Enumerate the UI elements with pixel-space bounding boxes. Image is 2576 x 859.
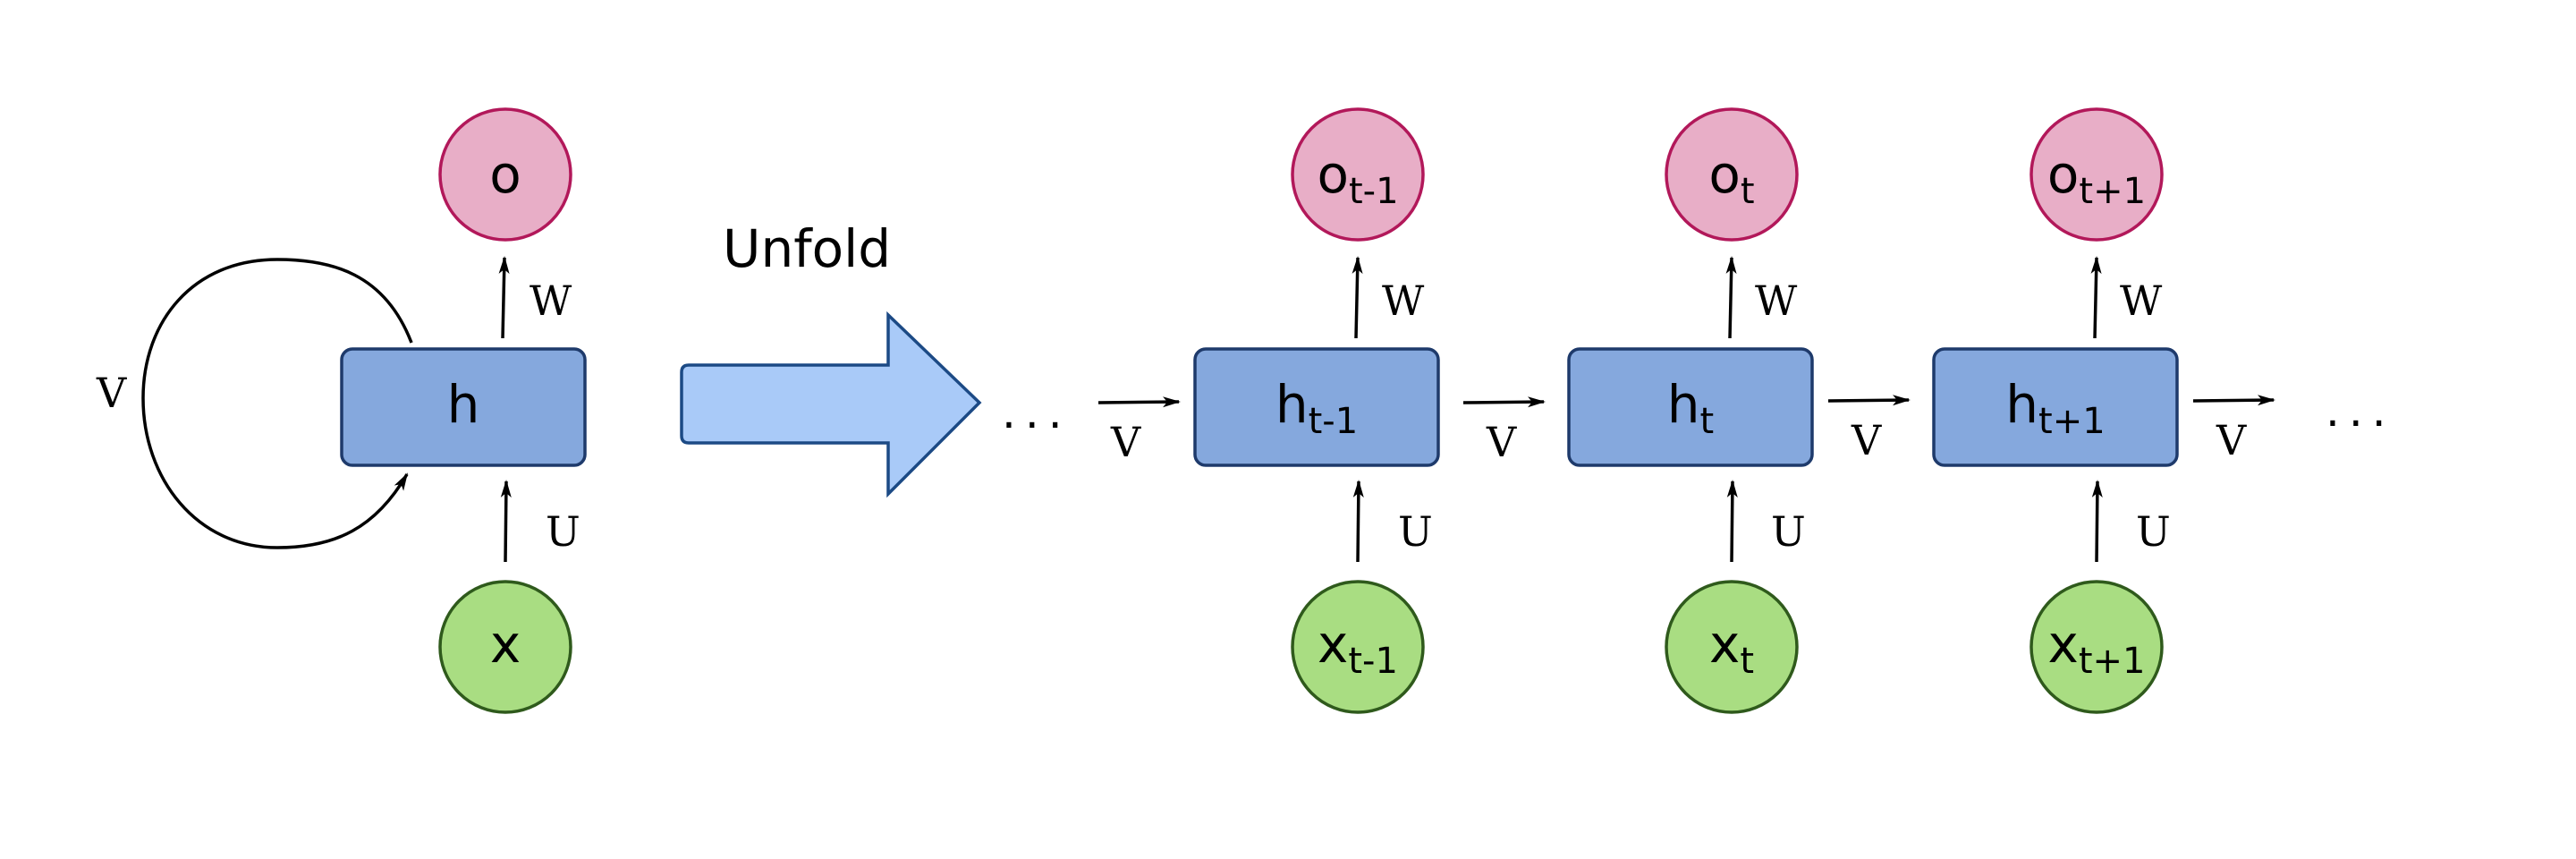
step-input-node xyxy=(1665,580,1799,714)
step-output-label: ot xyxy=(1708,144,1754,212)
unfold-label: Unfold xyxy=(723,218,891,279)
step-t-minus-1: V ot-1 W ht-1 U xt-1 xyxy=(1097,107,1440,714)
folded-w-label: W xyxy=(530,276,572,325)
folded-output-label: o xyxy=(489,144,521,205)
step-hidden-label: ht xyxy=(1667,374,1714,442)
folded-network: o W h U x V xyxy=(96,107,587,714)
folded-recurrent-loop xyxy=(141,258,413,549)
step-input-label: xt-1 xyxy=(1318,614,1398,682)
step-w-arrow xyxy=(1725,256,1737,339)
step-u-label: U xyxy=(1398,507,1433,556)
step-w-arrow xyxy=(2090,256,2102,339)
folded-v-label: V xyxy=(96,369,127,417)
unfold-arrow-shape xyxy=(680,310,982,498)
trailing-ellipsis: ... xyxy=(2326,385,2395,437)
step-output-label: ot+1 xyxy=(2047,144,2146,212)
step-w-label: W xyxy=(1382,276,1425,325)
step-input-node xyxy=(1291,580,1425,714)
step-hidden-node xyxy=(1932,347,2179,467)
step-v-out-label: V xyxy=(2216,416,2247,464)
unfolded-network: V ot-1 W ht-1 U xt-1 V ot W ht U xyxy=(1097,107,2275,714)
folded-hidden-label: h xyxy=(447,374,480,435)
step-input-node xyxy=(2029,580,2164,714)
leading-ellipsis: ... xyxy=(1002,387,1072,438)
step-output-node xyxy=(1665,107,1799,242)
step-v-out-arrow xyxy=(2192,395,2275,406)
step-v-in-label: V xyxy=(1486,418,1517,466)
folded-w-arrow xyxy=(498,256,510,339)
step-output-node xyxy=(2029,107,2164,242)
step-u-arrow xyxy=(1352,480,1364,563)
step-w-label: W xyxy=(2120,276,2163,325)
step-input-label: xt+1 xyxy=(2048,614,2146,682)
step-u-arrow xyxy=(1726,480,1738,563)
folded-u-arrow xyxy=(500,480,512,563)
step-w-label: W xyxy=(1755,276,1798,325)
step-v-in-label: V xyxy=(1110,418,1141,466)
step-v-in-arrow xyxy=(1827,395,1911,406)
step-hidden-label: ht+1 xyxy=(2005,374,2105,442)
step-t-plus-1: V ot+1 W ht+1 U xt+1 V xyxy=(1827,107,2275,714)
step-hidden-node xyxy=(1567,347,1814,467)
folded-output-node xyxy=(438,107,572,242)
step-input-label: xt xyxy=(1709,614,1754,682)
folded-u-label: U xyxy=(546,507,580,556)
step-v-in-arrow xyxy=(1097,396,1181,408)
step-v-in-label: V xyxy=(1851,416,1882,464)
folded-input-label: x xyxy=(490,614,521,675)
step-output-node xyxy=(1291,107,1425,242)
unfold-indicator: Unfold xyxy=(680,218,982,498)
step-hidden-label: ht-1 xyxy=(1275,374,1358,442)
step-hidden-node xyxy=(1193,347,1440,467)
folded-input-node xyxy=(438,580,572,714)
step-v-in-arrow xyxy=(1462,396,1546,408)
folded-hidden-node xyxy=(340,347,587,467)
step-u-label: U xyxy=(2136,507,2171,556)
step-w-arrow xyxy=(1352,256,1363,339)
step-t: V ot W ht U xt xyxy=(1462,107,1814,714)
step-output-label: ot-1 xyxy=(1317,144,1398,212)
step-u-label: U xyxy=(1771,507,1806,556)
